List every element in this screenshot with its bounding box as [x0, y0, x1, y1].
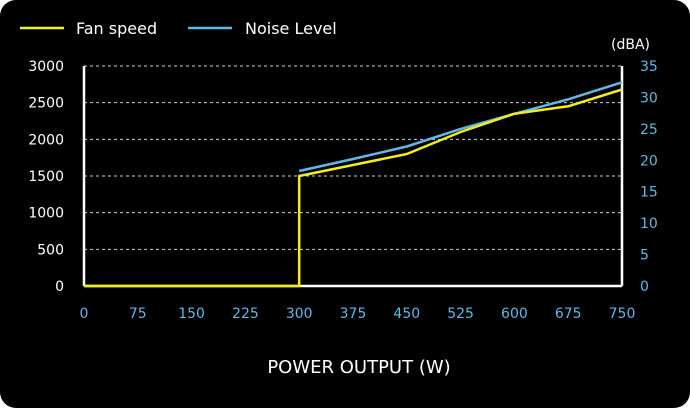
series-lines — [84, 81, 623, 288]
left-tick-label: 3000 — [28, 59, 64, 75]
x-tick-label: 300 — [286, 306, 313, 322]
right-tick-label: 20 — [640, 153, 658, 169]
legend-label: Noise Level — [245, 19, 337, 38]
left-axis-ticks: 0 500 1000 1500 2000 2500 3000 — [28, 59, 64, 295]
right-tick-label: 30 — [640, 90, 658, 106]
right-tick-label: 5 — [640, 248, 649, 264]
grid-lines — [84, 65, 622, 250]
series-line-fan-speed — [84, 88, 623, 288]
x-tick-label: 0 — [80, 306, 89, 322]
right-tick-label: 35 — [640, 59, 658, 75]
x-tick-label: 450 — [393, 306, 420, 322]
left-tick-label: 1500 — [28, 169, 64, 185]
right-tick-label: 10 — [640, 216, 658, 232]
x-tick-label: 75 — [129, 306, 147, 322]
x-tick-label: 150 — [178, 306, 205, 322]
x-tick-label: 375 — [340, 306, 367, 322]
x-tick-label: 750 — [609, 306, 636, 322]
legend: Fan speed Noise Level — [20, 19, 337, 38]
left-tick-label: 0 — [55, 279, 64, 295]
left-tick-label: 2000 — [28, 132, 64, 148]
x-tick-label: 600 — [501, 306, 528, 322]
left-tick-label: 2500 — [28, 96, 64, 112]
legend-label: Fan speed — [76, 19, 157, 38]
right-axis-unit: (dBA) — [611, 37, 650, 53]
x-tick-label: 675 — [555, 306, 582, 322]
left-tick-label: 500 — [37, 242, 64, 258]
right-tick-label: 25 — [640, 122, 658, 138]
x-tick-label: 525 — [447, 306, 474, 322]
x-axis-ticks: 0 75 150 225 300 375 450 525 600 675 750 — [80, 306, 636, 322]
x-tick-label: 225 — [232, 306, 259, 322]
right-tick-label: 15 — [640, 185, 658, 201]
left-tick-label: 1000 — [28, 206, 64, 222]
x-axis-title: POWER OUTPUT (W) — [267, 357, 450, 378]
right-axis-ticks: 0 5 10 15 20 25 30 35 — [640, 59, 658, 295]
right-tick-label: 0 — [640, 279, 649, 295]
series-line-noise-level — [298, 81, 623, 173]
